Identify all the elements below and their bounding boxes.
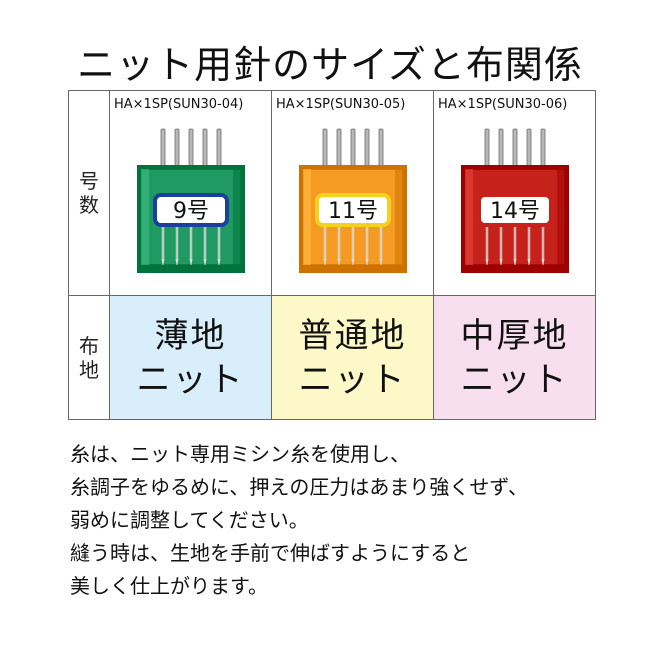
- size-label-plate: [476, 193, 553, 227]
- page-title: ニット用針のサイズと布関係: [77, 43, 583, 87]
- size-label: 11号: [328, 199, 378, 224]
- needle-package-14: 14号: [434, 119, 595, 289]
- needle-package-cell: HA×1SP(SUN30-04) 9号: [109, 90, 272, 296]
- needle-package-11: 11号: [272, 119, 433, 289]
- package-code: HA×1SP(SUN30-05): [276, 97, 406, 112]
- package-code: HA×1SP(SUN30-04): [114, 97, 244, 112]
- fabric-cell-medium: 中厚地 ニット: [433, 295, 596, 420]
- needle-case-graphic: 9号: [136, 128, 245, 273]
- note-line: 美しく仕上がります。: [70, 574, 268, 598]
- size-label: 9号: [173, 199, 209, 224]
- needle-package-cell: HA×1SP(SUN30-05) 11号: [271, 90, 434, 296]
- fabric-row: 布 地 薄地 ニット 普通地 ニット 中厚地 ニット: [68, 295, 596, 420]
- row-label-fabric: 布 地: [68, 295, 110, 420]
- size-label-plate: [314, 193, 391, 227]
- size-label-plate: [152, 193, 229, 227]
- needle-package-cell: HA×1SP(SUN30-06) 14号: [433, 90, 596, 296]
- size-label: 14号: [490, 199, 540, 224]
- needle-case-graphic: 11号: [298, 128, 407, 273]
- fabric-cell-normal: 普通地 ニット: [271, 295, 434, 420]
- usage-notes: 糸は、ニット専用ミシン糸を使用し、 糸調子をゆるめに、押えの圧力はあまり強くせず…: [70, 438, 630, 603]
- note-line: 弱めに調整してください。: [70, 508, 309, 532]
- needle-package-9: 9号: [110, 119, 271, 289]
- note-line: 糸調子をゆるめに、押えの圧力はあまり強くせず、: [70, 475, 528, 499]
- note-line: 縫う時は、生地を手前で伸ばすようにすると: [70, 541, 471, 565]
- size-row: 号 数 HA×1SP(SUN30-04) 9号 HA×1SP(SUN30-05)…: [68, 90, 596, 296]
- fabric-cell-light: 薄地 ニット: [109, 295, 272, 420]
- note-line: 糸は、ニット専用ミシン糸を使用し、: [70, 442, 410, 466]
- row-label-size: 号 数: [68, 90, 110, 296]
- needle-case-graphic: 14号: [460, 128, 569, 273]
- needle-fabric-table: 号 数 HA×1SP(SUN30-04) 9号 HA×1SP(SUN30-05)…: [68, 90, 596, 420]
- package-code: HA×1SP(SUN30-06): [438, 97, 568, 112]
